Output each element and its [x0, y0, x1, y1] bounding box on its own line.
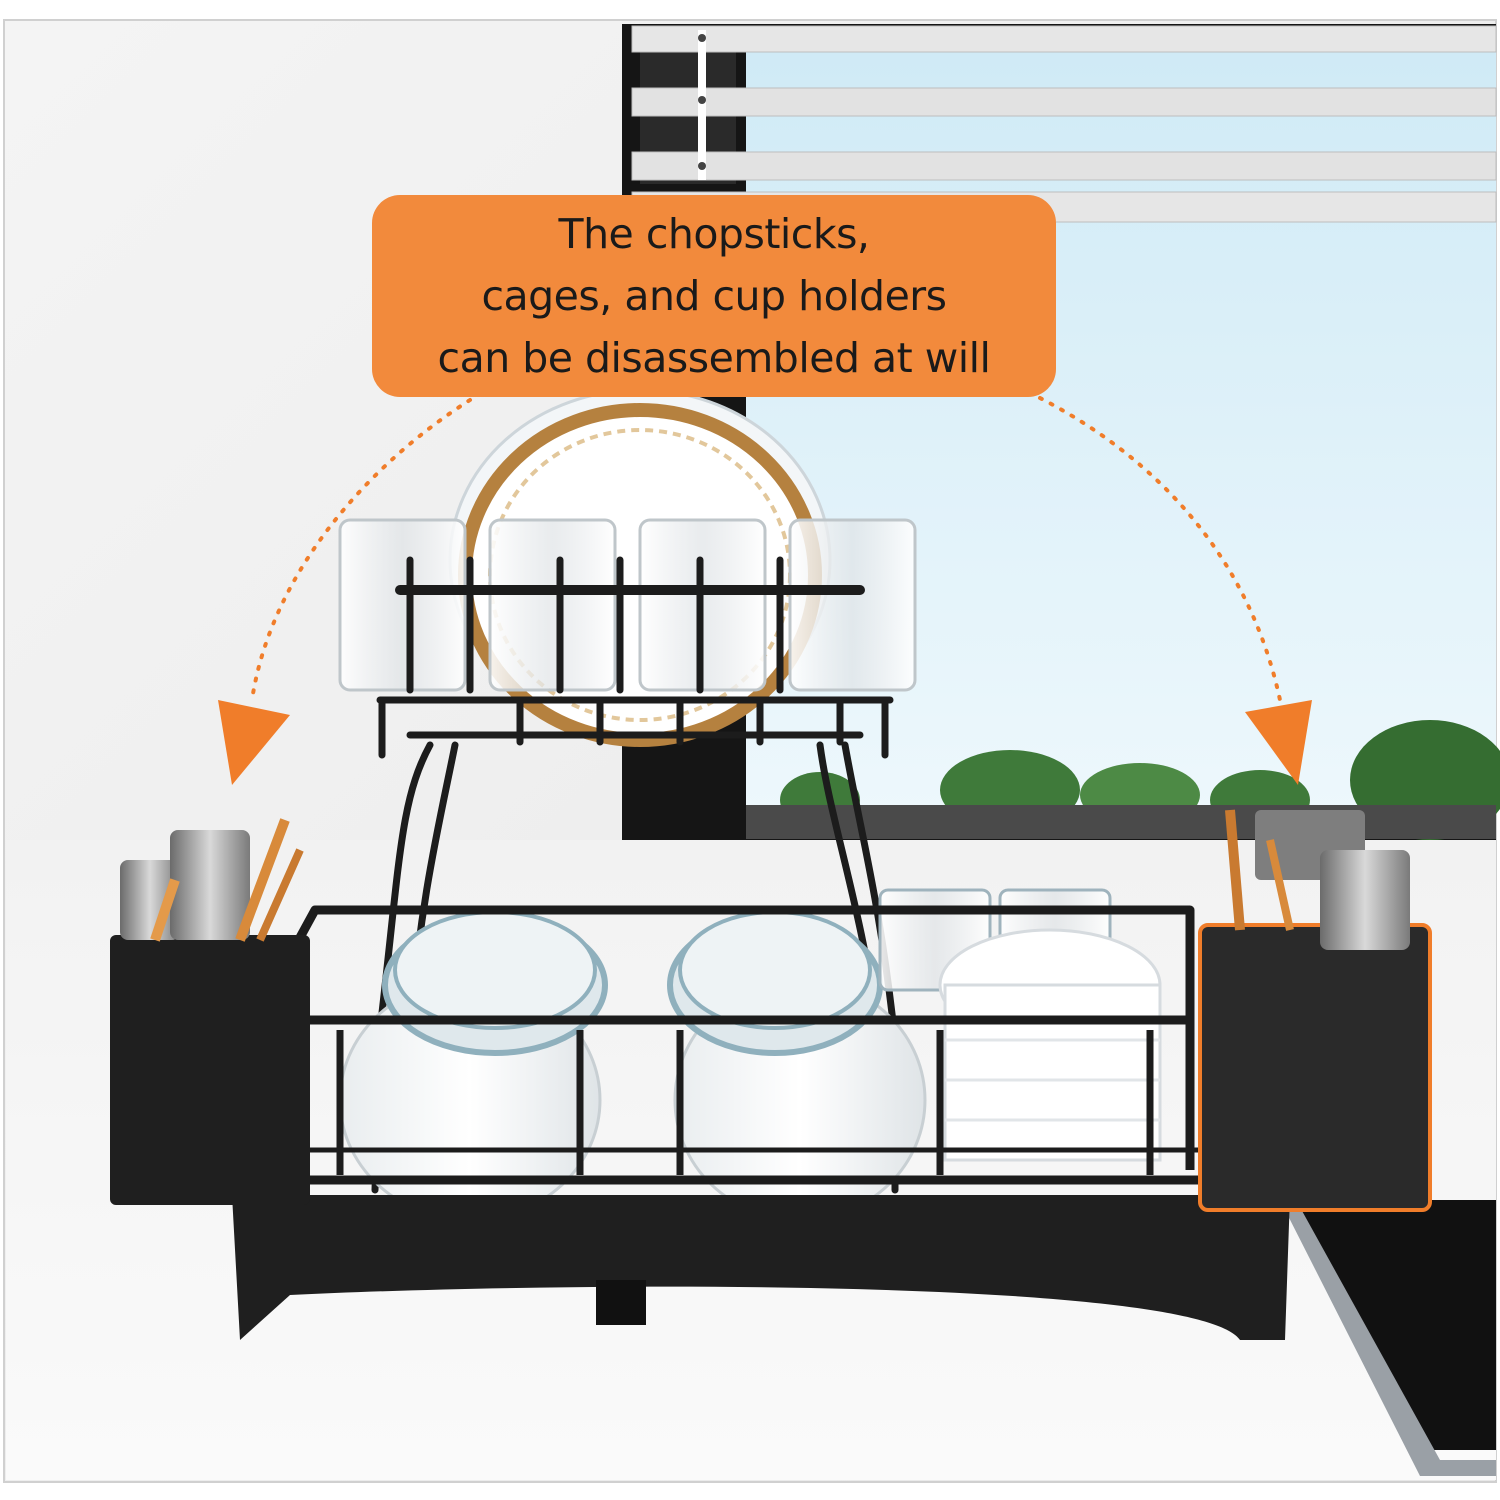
left-arrow-icon [218, 700, 290, 785]
drip-tray [232, 1195, 1290, 1340]
dotted-guide-lines [250, 396, 1282, 702]
drinking-glasses-top [338, 518, 917, 692]
lower-rack [250, 905, 1200, 1185]
callout-text: The chopsticks, cages, and cup holders c… [372, 195, 1056, 397]
callout-line-2: cages, and cup holders [481, 272, 947, 320]
glasses-and-bowls [878, 888, 1162, 1162]
plates-middle-stack [667, 910, 927, 1222]
right-utensil-holder [1198, 809, 1432, 1212]
foliage [746, 720, 1500, 840]
callout-line-3: can be disassembled at will [437, 334, 991, 382]
right-arrow-icon [1245, 700, 1312, 785]
callout-line-1: The chopsticks, [558, 210, 870, 258]
callout-box [372, 195, 1056, 397]
left-utensil-holder [110, 818, 310, 1205]
